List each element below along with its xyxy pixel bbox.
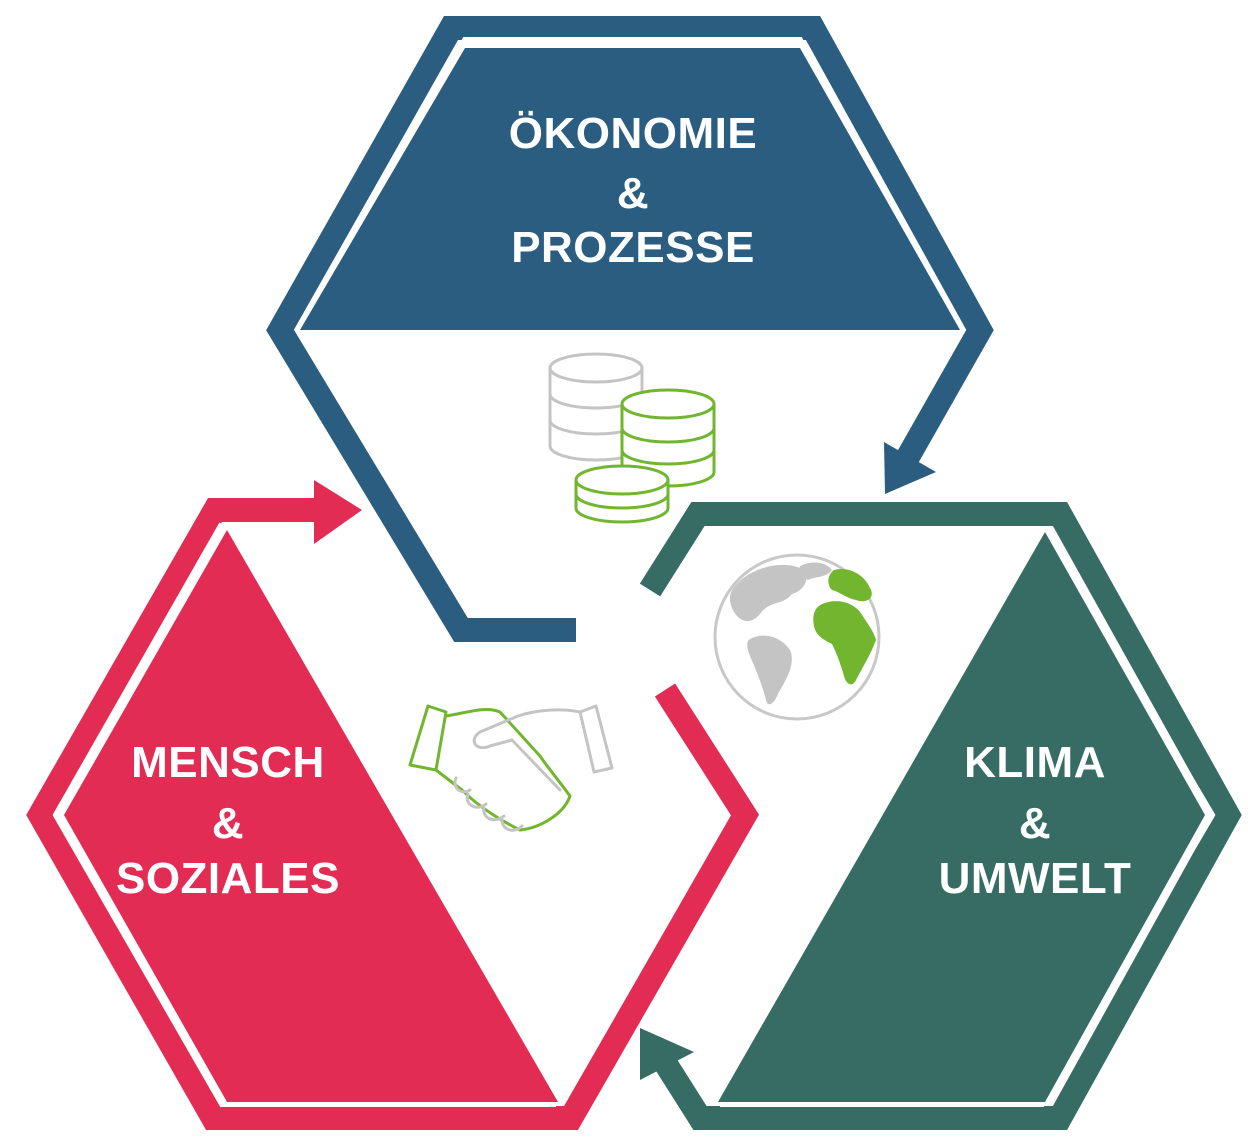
social-panel (64, 530, 558, 1102)
economy-section: ÖKONOMIE & PROZESSE (266, 15, 994, 642)
handshake-icon (408, 704, 614, 832)
climate-outline-arrow (639, 502, 1242, 1130)
social-title-line2: & (212, 799, 244, 848)
climate-inner-line (720, 526, 1216, 1107)
social-title-line1: MENSCH (131, 738, 325, 787)
climate-title-line3: UMWELT (939, 854, 1132, 903)
social-title-line3: SOZIALES (116, 854, 340, 903)
economy-inner-line (297, 37, 963, 332)
climate-section: KLIMA & UMWELT (639, 502, 1242, 1130)
social-inner-line (52, 522, 556, 1107)
economy-title-line3: PROZESSE (511, 223, 755, 272)
climate-title-line1: KLIMA (964, 738, 1106, 787)
coins-icon (548, 352, 716, 524)
climate-title-line2: & (1019, 799, 1051, 848)
economy-title-line1: ÖKONOMIE (509, 109, 757, 158)
economy-header-panel (300, 48, 960, 330)
globe-icon (713, 553, 881, 721)
climate-panel (718, 532, 1205, 1102)
social-arrowhead (314, 480, 362, 544)
social-section: MENSCH & SOZIALES (26, 480, 760, 1130)
climate-arrowhead (640, 1028, 694, 1080)
economy-title-line2: & (617, 169, 649, 218)
social-outline-arrow (26, 498, 760, 1130)
economy-outline-arrow (266, 15, 994, 642)
economy-arrowhead (884, 442, 936, 494)
